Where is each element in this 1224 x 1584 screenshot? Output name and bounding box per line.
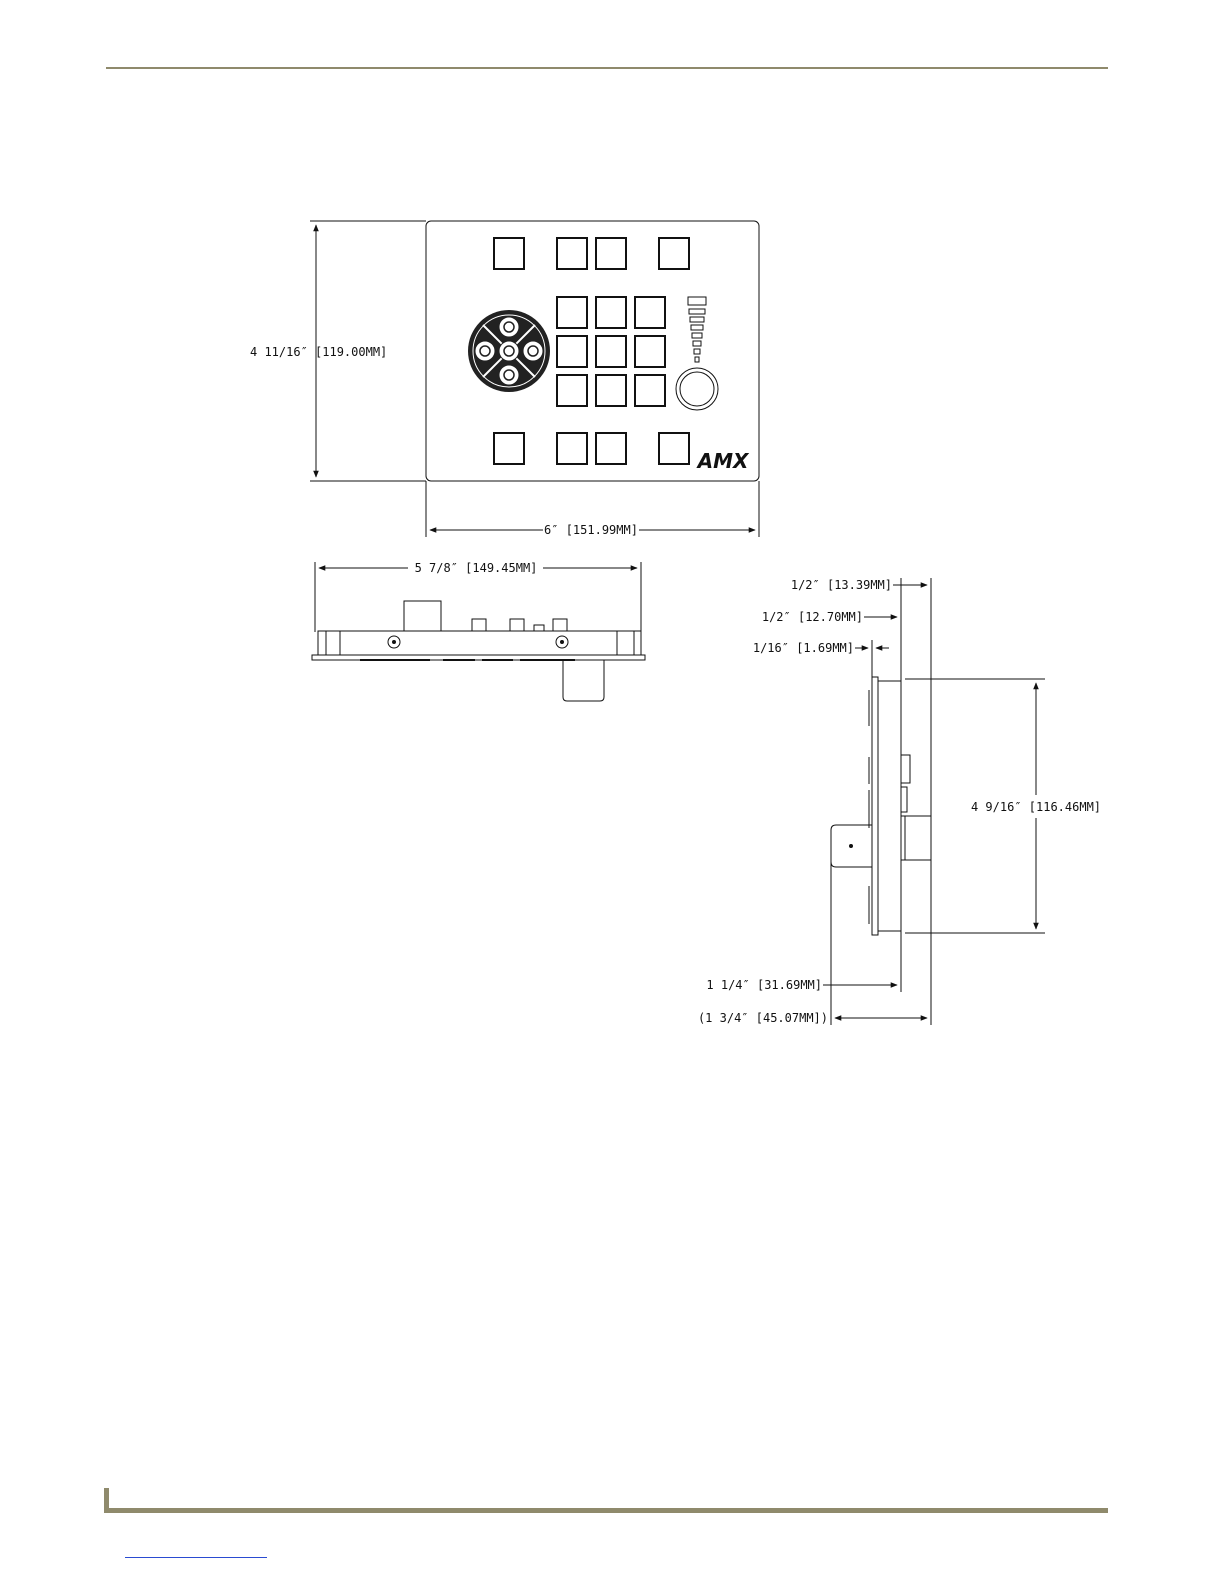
footer-rule — [106, 1508, 1108, 1513]
footer-link-underline[interactable] — [125, 1557, 267, 1558]
top-width-dimension: 5 7/8″ [149.45MM] — [415, 561, 538, 575]
amx-logo: AMX — [696, 449, 750, 473]
keypad-button — [635, 297, 665, 328]
keypad-grid — [557, 297, 665, 406]
keypad-button — [596, 238, 626, 269]
keypad-button — [635, 375, 665, 406]
keypad-button — [596, 297, 626, 328]
keypad-button — [596, 336, 626, 367]
front-width-dimension: 6″ [151.99MM] — [544, 523, 638, 537]
front-height-dimension: 4 11/16″ [119.00MM] — [250, 345, 387, 359]
keypad-button — [635, 336, 665, 367]
knob-profile — [563, 660, 604, 701]
keypad-button — [557, 433, 587, 464]
bezel-dimension: 1/16″ [1.69MM] — [753, 641, 854, 655]
keypad-button — [557, 375, 587, 406]
knob-depth-dimension: 1 1/4″ [31.69MM] — [706, 978, 822, 992]
side-housing — [878, 681, 901, 931]
plate-depth-dimension: 1/2″ [12.70MM] — [762, 610, 863, 624]
volume-knob — [676, 368, 718, 410]
top-view: 5 7/8″ [149.45MM] — [312, 561, 645, 701]
side-view: 4 9/16″ [116.46MM] 1/2″ [13.39MM] 1/2″ [… — [698, 578, 1101, 1025]
keypad-button — [659, 433, 689, 464]
housing-body — [318, 631, 641, 655]
keypad-button — [557, 297, 587, 328]
keypad-button — [596, 433, 626, 464]
keypad-button — [557, 336, 587, 367]
connector-block — [404, 601, 441, 631]
keypad-button — [494, 433, 524, 464]
front-view: AMX 4 11/16″ [119.00MM] 6″ [151.99MM] — [250, 221, 759, 537]
keypad-button — [494, 238, 524, 269]
side-height-dimension: 4 9/16″ [116.46MM] — [971, 800, 1101, 814]
total-depth-dimension: (1 3/4″ [45.07MM]) — [698, 1011, 828, 1025]
led-level-meter — [688, 297, 706, 362]
navigation-pad — [468, 310, 550, 392]
keypad-button — [596, 375, 626, 406]
keypad-button — [557, 238, 587, 269]
keypad-button — [659, 238, 689, 269]
side-faceplate — [872, 677, 878, 935]
overall-depth-dimension: 1/2″ [13.39MM] — [791, 578, 892, 592]
